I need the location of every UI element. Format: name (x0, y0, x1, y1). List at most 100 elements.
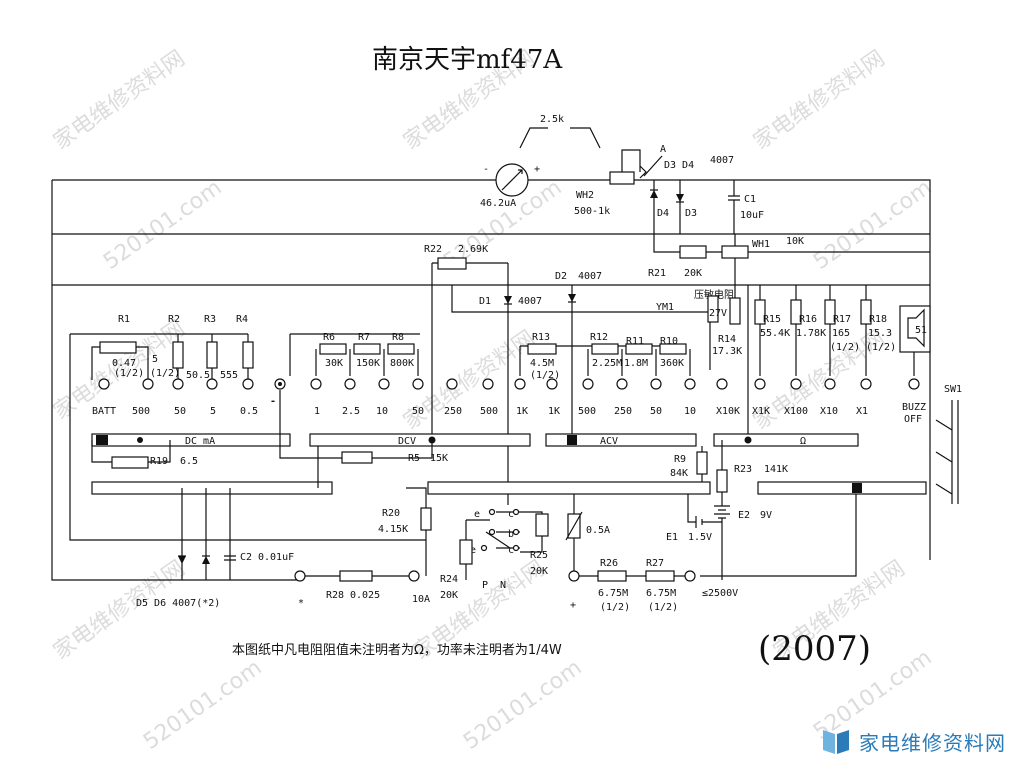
bar-acv (545, 433, 697, 447)
range-ma5: 5 (210, 406, 216, 417)
e1-label: E1 (666, 532, 678, 543)
ym1-sub: 压敏电阻 (694, 288, 734, 301)
range-terminal[interactable] (482, 378, 494, 390)
bar-ohm (713, 433, 859, 447)
logo-book-icon (823, 730, 849, 754)
r1-label: R1 (118, 314, 130, 325)
wh2-value: 500-1k (574, 206, 610, 217)
r24-resistor (459, 539, 473, 565)
r27-resistor (645, 570, 675, 582)
range-batt: BATT (92, 406, 116, 417)
r4-resistor (242, 341, 254, 369)
upper-branch: R22 2.69K D2 4007 D1 4007 R21 20K YM1 压敏… (424, 244, 749, 505)
bar-common-right (757, 481, 927, 495)
ohm-resistors: R15 55.4K R16 1.78K R17 165 (1/2) R18 15… (754, 285, 931, 376)
range-terminal[interactable] (582, 378, 594, 390)
r23-value: 141K (764, 464, 788, 475)
range-terminal[interactable] (98, 378, 110, 390)
range-terminal[interactable] (142, 378, 154, 390)
range-dcv10: 10 (376, 406, 388, 417)
d3-label: D3 (685, 208, 697, 219)
range-terminal[interactable] (616, 378, 628, 390)
c1-value: 10uF (740, 210, 764, 221)
r2-resistor (172, 341, 184, 369)
range-terminal[interactable] (172, 378, 184, 390)
r11-value: 1.8M (624, 358, 648, 369)
d1-label: D1 (479, 296, 491, 307)
range-terminal[interactable] (446, 378, 458, 390)
wh2-pot (609, 171, 635, 185)
e2-label: E2 (738, 510, 750, 521)
lower-circuit: R19 6.5 R5 15K C2 0.01uF D5 D6 4007(*2) … (91, 390, 857, 609)
range-terminal[interactable] (514, 378, 526, 390)
r5-resistor (341, 451, 373, 464)
meter-minus: - (483, 164, 489, 175)
buzzer-code: 51 (915, 325, 927, 336)
tenA-label: 10A (412, 594, 430, 605)
r16-value: 1.78K (796, 328, 826, 339)
range-terminal[interactable] (860, 378, 872, 390)
r20-value: 4.15K (378, 524, 408, 535)
range-terminal[interactable] (412, 378, 424, 390)
socket-c2: c (508, 545, 514, 556)
terminal-com[interactable] (294, 570, 306, 582)
terminal-plus[interactable] (568, 570, 580, 582)
range-terminal[interactable] (908, 378, 920, 390)
r13-value: 4.5M (530, 358, 554, 369)
meter-section: 2.5k - + 46.2uA A WH2 500-1k D3 D4 4007 … (51, 114, 931, 581)
socket-e1: e (474, 509, 480, 520)
watermark-num: 520101.com (99, 175, 226, 275)
logo-text: 家电维修资料网 (859, 730, 1006, 755)
r11-resistor (625, 343, 653, 355)
r20-resistor (420, 507, 432, 531)
range-x1k: X1K (752, 406, 770, 417)
range-x10k: X10K (716, 406, 740, 417)
pin-n: N (500, 580, 506, 591)
d3d4-value: 4007 (710, 155, 734, 166)
socket-c1: c (508, 509, 514, 520)
range-terminal[interactable] (344, 378, 356, 390)
range-terminal[interactable] (242, 378, 254, 390)
r19-label: R19 (150, 456, 168, 467)
range-ma05: 0.5 (240, 406, 258, 417)
diode-d4 (650, 190, 658, 198)
r1-resistor (99, 341, 137, 354)
r6-label: R6 (323, 332, 335, 343)
r3-label: R3 (204, 314, 216, 325)
range-terminal[interactable] (206, 378, 218, 390)
range-terminal-dot (278, 382, 282, 386)
range-terminal[interactable] (790, 378, 802, 390)
terminal-2500v[interactable] (684, 570, 696, 582)
range-terminal[interactable] (754, 378, 766, 390)
r5-value: 15K (430, 453, 448, 464)
pin-p: P (482, 580, 488, 591)
r15-value: 55.4K (760, 328, 790, 339)
watermark-text: 家电维修资料网 (49, 46, 190, 155)
acv-resistors: R13 R12 R11 R10 4.5M (1/2) 2.25M 1.8M 36… (519, 332, 691, 381)
r17-value: 165 (832, 328, 850, 339)
wh1-pot (721, 245, 749, 259)
r4-value: 555 (220, 370, 238, 381)
r9-value: 84K (670, 468, 688, 479)
range-terminal[interactable] (684, 378, 696, 390)
terminal-10a[interactable] (408, 570, 420, 582)
range-terminal[interactable] (824, 378, 836, 390)
r12-value: 2.25M (592, 358, 622, 369)
range-acv500: 500 (578, 406, 596, 417)
range-buzz: BUZZ (902, 402, 926, 413)
range-terminal[interactable] (378, 378, 390, 390)
hv-label: ≤2500V (702, 588, 738, 599)
ym1-varistor (707, 295, 719, 323)
ym1-voltage: 27V (709, 308, 727, 319)
range-terminal[interactable] (716, 378, 728, 390)
range-acv10: 10 (684, 406, 696, 417)
r9-label: R9 (674, 454, 686, 465)
bar-dcma-label: DC mA (185, 436, 215, 447)
range-terminal[interactable] (310, 378, 322, 390)
r17-watt: (1/2) (830, 342, 860, 353)
e2-value: 9V (760, 510, 772, 521)
r26-label: R26 (600, 558, 618, 569)
range-terminal[interactable] (650, 378, 662, 390)
range-terminal[interactable] (546, 378, 558, 390)
d3d4-label: D3 D4 (664, 160, 694, 171)
